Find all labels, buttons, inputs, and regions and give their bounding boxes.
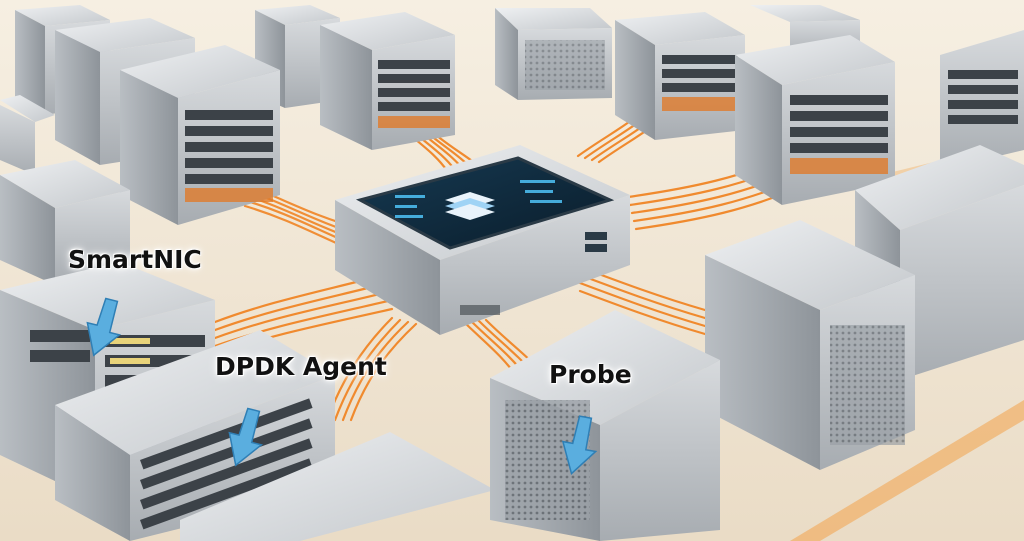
- server-front-bottom: [180, 432, 495, 541]
- server-right-upper: [735, 35, 895, 205]
- floor-stripe: [790, 400, 1024, 541]
- server-left-top: [0, 95, 55, 175]
- server-right-middle: [705, 220, 915, 470]
- server-top-center: [320, 12, 455, 150]
- server-probe: [490, 310, 720, 541]
- server-top-right: [615, 12, 745, 140]
- central-hub-icon: [335, 145, 630, 335]
- dpdk-agent-label: DPDK Agent: [215, 352, 387, 381]
- server-top-left: [120, 45, 280, 225]
- down-arrow-icon: [86, 297, 122, 357]
- down-arrow-icon: [228, 407, 264, 467]
- server-rack-back-3: [495, 8, 612, 100]
- probe-label: Probe: [549, 360, 632, 389]
- server-stack-icon: [445, 192, 495, 220]
- down-arrow-icon: [561, 415, 598, 475]
- server-far-right-top: [940, 30, 1024, 170]
- smartnic-label: SmartNIC: [68, 245, 202, 274]
- server-left-mid: [0, 160, 130, 285]
